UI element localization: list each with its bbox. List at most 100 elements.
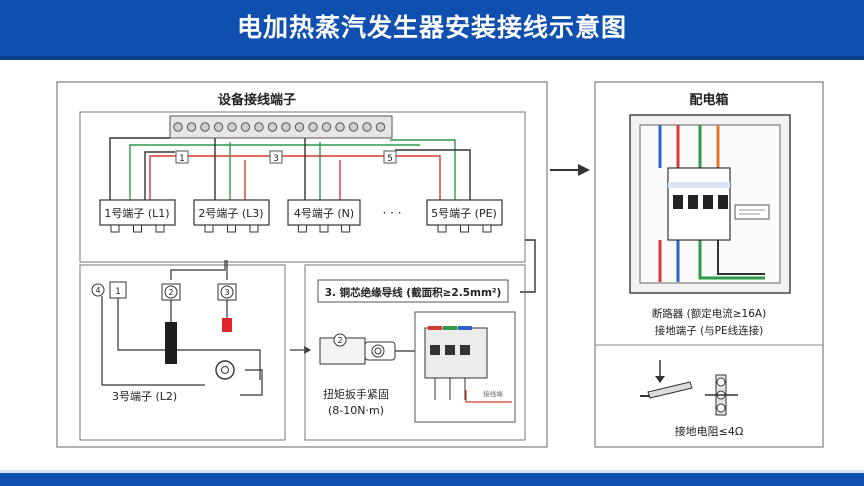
wire-left-black — [109, 137, 170, 200]
terminal-pin — [204, 224, 214, 233]
terminal-pin — [155, 224, 165, 233]
mini-breaker-toggle-3 — [460, 345, 470, 355]
mark-circle-2 — [164, 285, 178, 299]
bridge-box-5 — [383, 150, 397, 164]
left-panel: 设备接线端子 1 3 — [56, 81, 548, 448]
terminal-screw — [254, 122, 264, 132]
ground-arrow-head — [655, 376, 665, 383]
left-panel-heading: 设备接线端子 — [218, 92, 296, 108]
terminal-pin — [341, 224, 351, 233]
terminal-screw — [267, 122, 278, 132]
bolt-mark: 2 — [337, 336, 342, 345]
ground-rod-bolt-1 — [716, 377, 726, 387]
terminal-screw — [200, 122, 210, 132]
cable-spec-label: 3. 铜芯绝缘导线 (截面积≥2.5mm²) — [325, 286, 502, 299]
ground-rod-bolt-3 — [716, 403, 726, 413]
terminal-pin — [437, 224, 447, 233]
terminal-screw — [281, 122, 291, 132]
nameplate-lines — [739, 209, 765, 215]
panel-arrow-head — [578, 164, 590, 176]
ground-detail — [640, 360, 738, 416]
mini-breaker-tag-red — [428, 326, 442, 330]
terminal-boxes: 1号端子 (L1) 2号端子 (L3) 4号端子 (N) · · · 5号端子 … — [99, 199, 503, 233]
terminal-box-pe — [426, 199, 503, 226]
cable-sleeve-red — [222, 318, 232, 332]
wire-bl-7 — [240, 369, 263, 396]
terminal-screw — [186, 122, 197, 132]
breaker-nameplate — [734, 204, 770, 220]
terminal-pin — [227, 224, 236, 233]
right-panel: 配电箱 断路器 (额定电流≥16A) 接地端子 (与PE线连接) — [594, 81, 824, 448]
wiring-diagram: 设备接线端子 1 3 — [56, 81, 824, 448]
mark-3: 3 — [224, 288, 229, 297]
title-banner-stripe — [0, 56, 864, 60]
cable-label-box — [317, 279, 509, 303]
terminal-area-frame — [79, 111, 526, 263]
mini-breaker-toggle-1 — [430, 345, 440, 355]
bridge-labels: 1 3 5 — [175, 150, 397, 164]
wire-bl-1 — [117, 298, 261, 380]
terminal-pin — [460, 224, 469, 233]
bolt-mark-circle — [333, 333, 347, 347]
ground-bar — [647, 381, 693, 399]
terminal-screw — [375, 122, 386, 132]
main-breaker-band — [668, 182, 730, 188]
ground-terminal-label: 接地端子 (与PE线连接) — [655, 324, 764, 337]
bridge-box-1 — [175, 150, 189, 164]
terminal-screw — [348, 122, 359, 132]
terminal-screw — [294, 122, 305, 132]
cable-sleeve-black — [165, 322, 177, 364]
wire-l1-black — [144, 151, 175, 200]
terminal-strip-body — [169, 115, 393, 139]
terminal-screw — [173, 122, 183, 132]
mini-breaker-tag-blue — [458, 326, 472, 330]
left-panel-frame — [56, 81, 548, 448]
bottom-left-wires — [101, 260, 263, 396]
page-title: 电加热蒸汽发生器安装接线示意图 — [236, 13, 627, 42]
bottom-right-frame — [304, 264, 526, 441]
terminal-screws — [173, 122, 386, 132]
wire-bl-2 — [101, 296, 205, 386]
lug-ring-inner — [374, 347, 382, 355]
terminal-screw — [240, 122, 251, 132]
arrow-head-bl-to-br — [304, 346, 311, 354]
title-banner: 电加热蒸汽发生器安装接线示意图 — [0, 0, 864, 60]
mark-1: 1 — [115, 287, 121, 297]
terminal-pin — [297, 224, 307, 233]
terminal-label-l1: 1号端子 (L1) — [104, 207, 169, 220]
wire-live-main — [149, 155, 441, 200]
terminal-screw — [213, 122, 224, 132]
wire-bl-5 — [170, 260, 226, 280]
terminal-pin — [319, 224, 329, 233]
wire-t5-black — [395, 149, 471, 200]
wire-return — [520, 239, 536, 293]
box-wire-green-bottom — [698, 240, 765, 280]
wire-t5-green — [390, 139, 456, 200]
bridge-label-1: 1 — [179, 154, 185, 164]
footer-bar — [0, 470, 864, 486]
bridge-label-5: 5 — [387, 154, 393, 164]
terminal-screw — [335, 122, 345, 132]
terminal-pin — [249, 224, 259, 233]
terminal-screw — [362, 122, 372, 132]
ground-resistance-label: 接地电阻≤4Ω — [675, 425, 744, 438]
terminal-box-l3 — [193, 199, 270, 226]
wiring-lines — [109, 137, 536, 293]
mini-breaker-wires — [434, 378, 466, 400]
mark-2: 2 — [168, 288, 173, 297]
breaker-toggle-1 — [673, 195, 683, 209]
wire-ground-main — [129, 144, 420, 200]
torque-line-1: 扭矩扳手紧固 — [323, 387, 389, 401]
breaker-toggle-4 — [718, 195, 728, 209]
bottom-right-panel: 3. 铜芯绝缘导线 (截面积≥2.5mm²) 2 接线端 扭矩扳手 — [304, 264, 526, 441]
terminal-screw — [308, 122, 318, 132]
terminal-label-l2: 3号端子 (L2) — [112, 390, 177, 403]
footer-stripe — [0, 470, 864, 473]
bridge-label-3: 3 — [273, 154, 279, 164]
terminal-label-n: 4号端子 (N) — [294, 207, 354, 220]
bottom-left-panel: 4 1 2 3 3号端子 (L2) — [79, 260, 286, 441]
mini-breaker-toggle-2 — [445, 345, 455, 355]
ring-lug-hole — [221, 366, 229, 374]
terminal-ellipsis: · · · — [382, 206, 401, 220]
bridge-box-3 — [269, 150, 283, 164]
